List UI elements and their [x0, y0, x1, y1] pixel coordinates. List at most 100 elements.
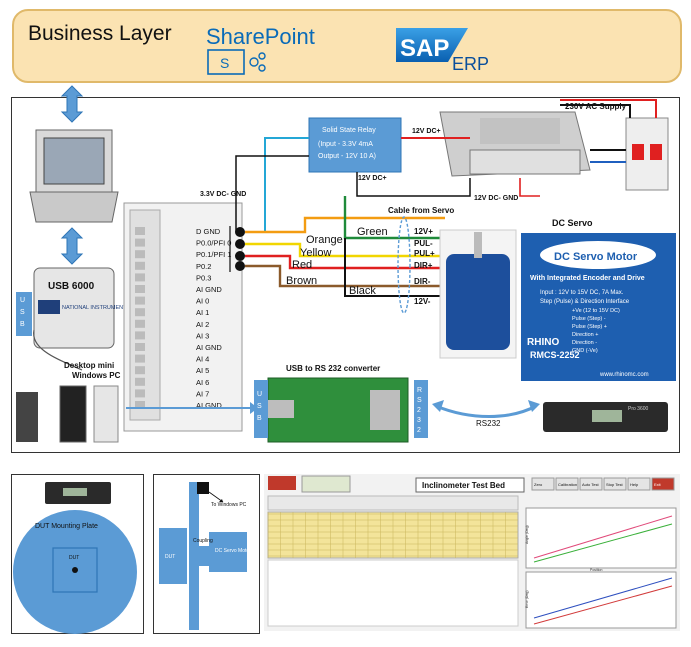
ac-supply-label: 230V AC Supply: [565, 102, 627, 111]
daq-pin-screw: [135, 354, 145, 363]
mech-coupling: Coupling: [193, 538, 213, 544]
url-label: www.rhinomc.com: [599, 372, 649, 378]
servo-motor-image: [439, 229, 517, 359]
servo-pin-list: 12V+PUL-PUL+DIR+DIR-12V-: [414, 227, 435, 306]
daq-pin-label: P0.2: [196, 262, 211, 271]
daq-pin-screw: [135, 343, 145, 351]
daq-pin-screw: [135, 250, 145, 259]
servo-pin-label: 12V+: [414, 227, 433, 236]
daq-pin-screw: [135, 227, 145, 235]
dc-servo-label-card: [521, 233, 676, 381]
daq-pin-label: AI GND: [196, 401, 222, 410]
sap-erp-logo: SAP ERP: [396, 28, 489, 74]
svg-text:U: U: [257, 391, 262, 398]
servo-spec-pin-label: Pulse (Step) -: [572, 316, 606, 322]
servo-spec-pin-label: +Ve (12 to 15V DC): [572, 308, 620, 314]
svg-text:2: 2: [417, 427, 421, 434]
terminal-dots: [235, 227, 245, 271]
dc-minus-label: 12V DC- GND: [474, 195, 518, 202]
ni-brand-label: NATIONAL INSTRUMENTS: [62, 305, 130, 311]
dc-gnd-label: 3.3V DC- GND: [200, 191, 246, 198]
banner-to-pc-arrow: [60, 85, 84, 123]
rhino-label: RHINO: [527, 337, 559, 348]
wiring-diagram: USB 6000 NATIONAL INSTRUMENTS U S B Desk…: [16, 85, 676, 443]
mechanical-drawing: To Windows PC DUT Coupling DC Servo Moto…: [159, 482, 251, 630]
mounting-plate-drawing: DUT Mounting Plate DUT: [13, 482, 137, 634]
servo-spec-2: Step (Pulse) & Direction Interface: [540, 299, 630, 305]
svg-text:B: B: [257, 415, 262, 422]
solid-state-relay: [308, 117, 402, 173]
dc-plus-top-label: 12V DC+: [412, 128, 441, 135]
wire-label-yellow: Yellow: [300, 247, 331, 259]
daq-pin-screw: [135, 296, 145, 305]
inclinometer-device: [543, 402, 668, 432]
erp-logo-text: ERP: [452, 54, 489, 74]
daq-pin-label: D GND: [196, 227, 221, 236]
chart-xlabel: Position: [590, 568, 603, 572]
wire-label-red: Red: [292, 259, 312, 271]
servo-pin-label: PUL+: [414, 249, 435, 258]
svg-text:3: 3: [417, 417, 421, 424]
screen-toolbar-button[interactable]: [531, 477, 555, 491]
usb-rs232-board: [267, 377, 409, 443]
sharepoint-logo: SharePoint S: [206, 24, 315, 75]
svg-text:B: B: [20, 321, 25, 328]
screen-toolbar-label: Zero: [534, 482, 543, 487]
servo-spec-pin-label: GND (-Ve): [572, 348, 598, 354]
daq-pin-label: AI 5: [196, 366, 209, 375]
business-layer-banner: [12, 9, 682, 83]
inclinometer-display: Pro 3600: [628, 406, 649, 412]
wire-label-brown: Brown: [286, 275, 317, 287]
svg-text:S: S: [417, 397, 422, 404]
chart-top-ylabel: Angle (Deg): [525, 525, 529, 544]
screen-table-grid: [267, 512, 518, 558]
daq-pin-screw: [135, 331, 145, 340]
screen-toolbar-button[interactable]: [603, 477, 627, 491]
power-supply: [439, 111, 591, 177]
screen-toolbar-label: Calibration: [558, 482, 577, 487]
daq-pin-label: AI GND: [196, 343, 222, 352]
daq-pin-screw: [135, 389, 145, 398]
sap-logo-text: SAP: [400, 35, 449, 62]
daq-pin-label: P0.1/PFI 1: [196, 250, 231, 259]
wire-label-orange: Orange: [306, 234, 343, 246]
screen-toolbar-button[interactable]: [579, 477, 603, 491]
servo-spec-pin-label: Pulse (Step) +: [572, 324, 607, 330]
screen-toolbar-label: Help: [630, 482, 639, 487]
servo-label-line1: DC Servo Motor: [554, 251, 638, 263]
screen-toolbar-button[interactable]: [627, 477, 651, 491]
servo-pin-label: DIR+: [414, 261, 433, 270]
daq-pin-screw: [135, 261, 145, 270]
model-label: RMCS-2252: [530, 350, 580, 360]
svg-text:S: S: [257, 403, 262, 410]
servo-spec-pin-label: Direction -: [572, 340, 597, 346]
servo-pin-label: 12V-: [414, 297, 431, 306]
screen-toolbar-label: Exit: [654, 482, 662, 487]
svg-text:S: S: [20, 309, 25, 316]
daq-pin-screw: [135, 401, 145, 409]
mech-to-pc: To Windows PC: [211, 502, 247, 508]
servo-spec-1: Input : 12V to 15V DC, 7A Max.: [540, 290, 624, 296]
svg-text:S: S: [220, 55, 229, 71]
wire-label-green: Green: [357, 226, 388, 238]
screen-toolbar-button[interactable]: [651, 477, 675, 491]
daq-pin-screw: [135, 273, 145, 282]
mech-dut: DUT: [165, 554, 175, 560]
daq-pin-label: P0.3: [196, 273, 211, 282]
daq-pin-screw: [135, 285, 145, 293]
daq-pin-screw: [135, 308, 145, 317]
computer-icon: [29, 129, 119, 223]
mount-label: DUT Mounting Plate: [35, 523, 98, 530]
daq-pin-label: AI 3: [196, 331, 209, 340]
daq-pin-label: AI 0: [196, 297, 209, 306]
usb6000-label: USB 6000: [48, 281, 95, 292]
servo-spec-pin-list: +Ve (12 to 15V DC) Pulse (Step) - Pulse (S…: [572, 308, 620, 354]
chart-bottom-ylabel: Error (Deg): [525, 590, 529, 608]
rs232-link-arrow: [432, 400, 540, 418]
screen-toolbar-button[interactable]: [555, 477, 579, 491]
sharepoint-logo-text: SharePoint: [206, 24, 315, 49]
daq-pin-label: AI 4: [196, 355, 209, 364]
daq-pin-label: AI 6: [196, 378, 209, 387]
dc-servo-title: DC Servo: [552, 218, 593, 228]
relay-title: Solid State Relay: [322, 127, 376, 134]
